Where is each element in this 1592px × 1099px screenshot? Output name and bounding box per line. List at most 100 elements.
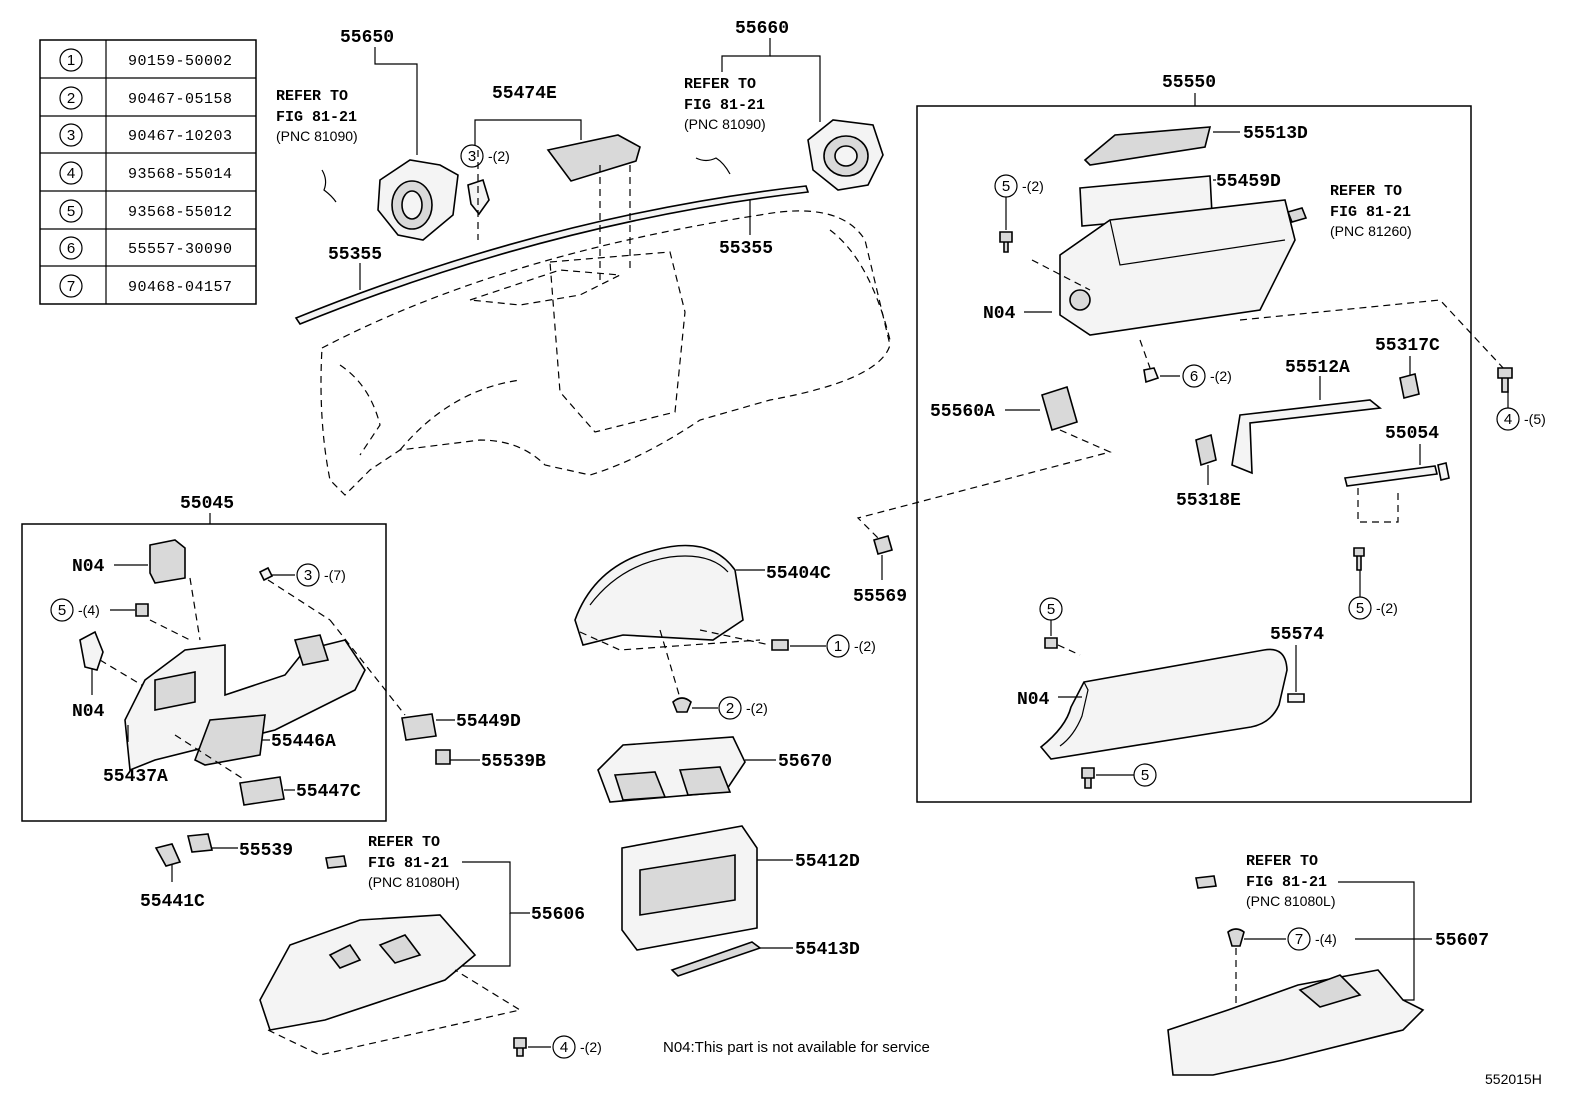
ref-text: REFER TO <box>368 834 440 851</box>
group-55606: REFER TO FIG 81-21 (PNC 81080H) 55606 4 … <box>259 834 602 1059</box>
legend-num: 6 <box>67 240 75 257</box>
label-55539b[interactable]: 55539B <box>481 752 546 772</box>
part-55447c[interactable] <box>239 776 285 806</box>
label-55539[interactable]: 55539 <box>239 841 293 861</box>
lower-panel-55606[interactable] <box>259 914 477 1031</box>
callout-num: 3 <box>468 148 476 165</box>
ref-fig[interactable]: FIG 81-21 <box>1246 874 1327 891</box>
label-55569[interactable]: 55569 <box>853 587 907 607</box>
bulb-part[interactable] <box>1195 875 1217 889</box>
screw-icon <box>771 639 789 651</box>
label-55459d[interactable]: 55459D <box>1216 172 1281 192</box>
label-55449d[interactable]: 55449D <box>456 712 521 732</box>
label-55474e[interactable]: 55474E <box>492 84 557 104</box>
switch-part[interactable] <box>149 539 186 584</box>
bulb-part[interactable] <box>325 855 347 869</box>
label-55446a[interactable]: 55446A <box>271 732 336 752</box>
part-55513d[interactable] <box>1083 126 1212 166</box>
label-55355-left[interactable]: 55355 <box>328 245 382 265</box>
bulb-part[interactable] <box>321 169 337 203</box>
part-55569[interactable] <box>873 535 893 555</box>
defroster-garnish-55355[interactable] <box>294 185 810 325</box>
callout-qty: -(4) <box>1315 931 1337 947</box>
ref-fig[interactable]: FIG 81-21 <box>276 109 357 126</box>
ref-fig[interactable]: FIG 81-21 <box>368 855 449 872</box>
callout-num: 2 <box>726 700 734 717</box>
callout-num: 3 <box>304 567 312 584</box>
label-55355-right[interactable]: 55355 <box>719 239 773 259</box>
label-n04: N04 <box>1017 690 1050 710</box>
screw-icon <box>1081 767 1095 789</box>
group-55569: 55569 <box>853 535 907 607</box>
callout-qty: -(7) <box>324 567 346 583</box>
ref-text: REFER TO <box>276 88 348 105</box>
part-55054[interactable] <box>1344 465 1438 487</box>
legend-part: 90467-05158 <box>128 91 233 108</box>
meter-hood-55404c[interactable] <box>574 544 744 646</box>
part-55539b[interactable] <box>435 749 451 765</box>
bracket-part[interactable] <box>79 630 104 671</box>
label-55513d[interactable]: 55513D <box>1243 124 1308 144</box>
bulb-part[interactable] <box>695 157 731 175</box>
label-55560a[interactable]: 55560A <box>930 402 995 422</box>
part-55317c[interactable] <box>1399 373 1420 399</box>
label-55512a[interactable]: 55512A <box>1285 358 1350 378</box>
label-55412d[interactable]: 55412D <box>795 852 860 872</box>
ref-text: REFER TO <box>1330 183 1402 200</box>
label-55670[interactable]: 55670 <box>778 752 832 772</box>
label-55054[interactable]: 55054 <box>1385 424 1439 444</box>
vent-55660[interactable] <box>807 119 884 191</box>
part-55539[interactable] <box>186 833 214 853</box>
footnote: N04:This part is not available for servi… <box>663 1039 930 1056</box>
label-55413d[interactable]: 55413D <box>795 940 860 960</box>
label-55317c[interactable]: 55317C <box>1375 336 1440 356</box>
diagram-id: 552015H <box>1485 1071 1542 1087</box>
glove-box-housing[interactable] <box>1059 199 1296 336</box>
group-55413d: 55413D <box>670 940 860 977</box>
part-55318e[interactable] <box>1195 433 1217 467</box>
ref-fig[interactable]: FIG 81-21 <box>684 97 765 114</box>
lower-panel-55437a[interactable] <box>124 634 366 772</box>
part-55560a[interactable] <box>1041 385 1078 432</box>
label-55404c[interactable]: 55404C <box>766 564 831 584</box>
part-55413d[interactable] <box>670 941 762 977</box>
clip-icon <box>672 697 692 713</box>
label-55606[interactable]: 55606 <box>531 905 585 925</box>
glove-box-frame <box>916 105 1472 803</box>
legend-row: 3 90467-10203 <box>59 123 232 147</box>
clip-part[interactable] <box>1143 367 1160 384</box>
ref-fig[interactable]: FIG 81-21 <box>1330 204 1411 221</box>
part-55446a[interactable] <box>193 714 266 766</box>
label-55441c[interactable]: 55441C <box>140 892 205 912</box>
group-55412d: 55412D <box>621 825 860 951</box>
label-55660[interactable]: 55660 <box>735 19 789 39</box>
label-55550[interactable]: 55550 <box>1162 73 1216 93</box>
label-55447c[interactable]: 55447C <box>296 782 361 802</box>
label-55574[interactable]: 55574 <box>1270 625 1324 645</box>
legend-row: 5 93568-55012 <box>59 199 232 223</box>
bracket-55474e[interactable] <box>546 134 641 182</box>
part-55512a[interactable] <box>1231 399 1382 475</box>
callout-qty: -(4) <box>78 602 100 618</box>
part-55449d[interactable] <box>401 713 437 741</box>
bulb-part[interactable] <box>1286 207 1308 223</box>
ref-pnc: (PNC 81090) <box>684 116 766 132</box>
callout-qty: -(2) <box>488 148 510 164</box>
clip-part[interactable] <box>467 178 490 216</box>
screw-icon <box>1353 547 1365 571</box>
label-55650[interactable]: 55650 <box>340 28 394 48</box>
vent-55650[interactable] <box>377 159 459 241</box>
part-55574[interactable] <box>1287 693 1305 703</box>
group-55355: 55355 55355 <box>294 185 810 325</box>
label-55607[interactable]: 55607 <box>1435 931 1489 951</box>
label-55437a[interactable]: 55437A <box>103 767 168 787</box>
lower-panel-55607[interactable] <box>1167 969 1425 1076</box>
label-55045[interactable]: 55045 <box>180 494 234 514</box>
clip-part[interactable] <box>258 566 274 582</box>
center-bezel-55412d[interactable] <box>621 825 758 951</box>
part-55441c[interactable] <box>154 843 182 867</box>
label-55318e[interactable]: 55318E <box>1176 491 1241 511</box>
glove-box-door[interactable] <box>1039 648 1288 760</box>
center-vent-55670[interactable] <box>597 736 746 803</box>
